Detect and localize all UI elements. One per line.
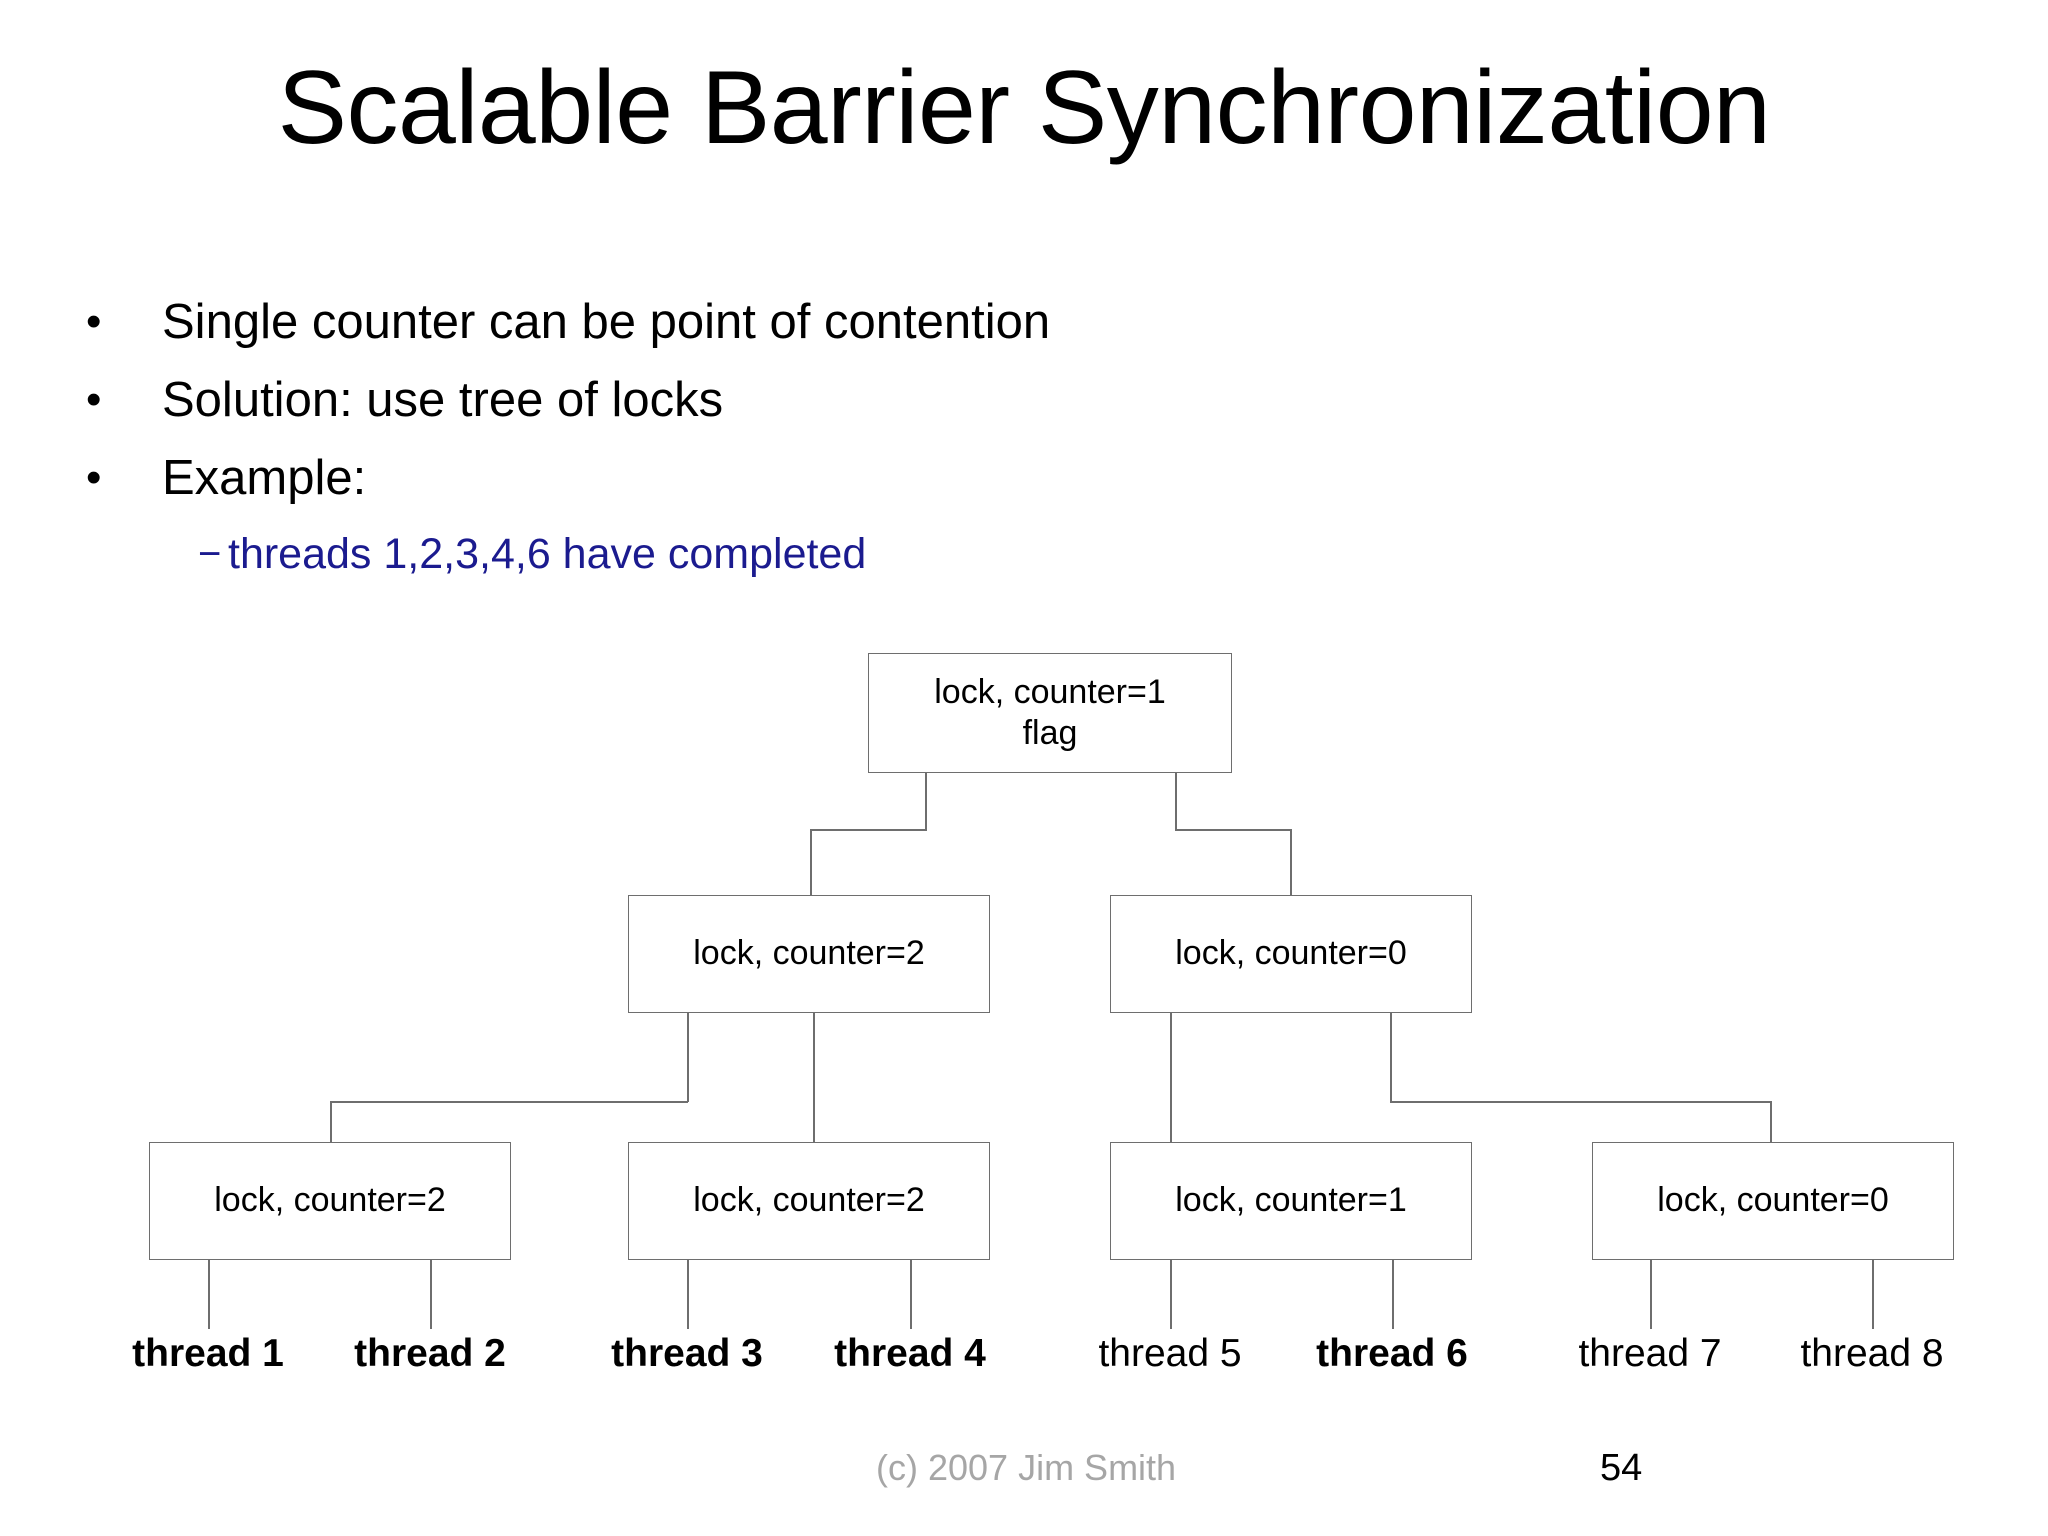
connector-leaf4-thread8 — [1872, 1260, 1874, 1329]
tree-node-level2-left: lock, counter=2 — [628, 895, 990, 1013]
bullet-item-3: • Example: — [72, 448, 1372, 526]
connector-l2right-to-leaf4-jog — [1390, 1101, 1772, 1103]
tree-node-level2-left-line1: lock, counter=2 — [693, 934, 925, 973]
tree-node-root-line1: lock, counter=1 — [934, 672, 1166, 711]
tree-node-root-line2: flag — [1022, 714, 1078, 752]
tree-node-leaf-4: lock, counter=0 — [1592, 1142, 1954, 1260]
tree-node-leaf-2-line1: lock, counter=2 — [693, 1181, 925, 1220]
thread-label-5: thread 5 — [1098, 1332, 1242, 1375]
connector-leaf2-thread3 — [687, 1260, 689, 1329]
connector-root-right-stub — [1175, 773, 1177, 831]
connector-l2left-to-leaf2-stub — [813, 1013, 815, 1142]
connector-root-right-jog — [1175, 829, 1292, 831]
connector-leaf4-thread7 — [1650, 1260, 1652, 1329]
thread-label-4: thread 4 — [834, 1332, 986, 1375]
footer-credit: (c) 2007 Jim Smith — [876, 1447, 1177, 1488]
bullet-text-2: Solution: use tree of locks — [162, 373, 724, 427]
thread-label-8: thread 8 — [1800, 1332, 1944, 1375]
tree-node-level2-right: lock, counter=0 — [1110, 895, 1472, 1013]
bullet-marker-icon: • — [86, 453, 102, 502]
page-title: Scalable Barrier Synchronization — [277, 50, 1771, 166]
thread-label-7: thread 7 — [1578, 1332, 1722, 1375]
connector-root-left-stub — [925, 773, 927, 831]
connector-root-right-drop — [1290, 829, 1292, 895]
tree-node-leaf-1-line1: lock, counter=2 — [214, 1181, 446, 1220]
thread-label-6: thread 6 — [1316, 1332, 1468, 1375]
tree-node-leaf-3-line1: lock, counter=1 — [1175, 1181, 1407, 1220]
connector-leaf1-thread2 — [430, 1260, 432, 1329]
tree-node-leaf-1: lock, counter=2 — [149, 1142, 511, 1260]
sub-bullet-item-1: − threads 1,2,3,4,6 have completed — [72, 526, 1372, 596]
tree-node-leaf-3: lock, counter=1 — [1110, 1142, 1472, 1260]
bullet-item-2: • Solution: use tree of locks — [72, 370, 1372, 448]
bullet-marker-icon: • — [86, 297, 102, 346]
bullet-list: • Single counter can be point of content… — [72, 292, 1372, 596]
tree-node-leaf-2: lock, counter=2 — [628, 1142, 990, 1260]
connector-l2right-to-leaf3-stub — [1170, 1013, 1172, 1142]
connector-leaf1-thread1 — [208, 1260, 210, 1329]
tree-node-root: lock, counter=1 flag — [868, 653, 1232, 773]
connector-root-left-jog — [810, 829, 927, 831]
sub-bullet-text-1: threads 1,2,3,4,6 have completed — [228, 530, 867, 578]
thread-label-1: thread 1 — [132, 1332, 284, 1375]
footer-page-number: 54 — [1600, 1447, 1643, 1489]
connector-leaf3-thread6 — [1392, 1260, 1394, 1329]
connector-l2right-to-leaf4-stub — [1390, 1013, 1392, 1102]
connector-leaf3-thread5 — [1170, 1260, 1172, 1329]
connector-l2left-to-leaf1-drop — [330, 1101, 332, 1142]
connector-root-left-drop — [810, 829, 812, 895]
thread-label-3: thread 3 — [611, 1332, 763, 1375]
tree-node-leaf-4-line1: lock, counter=0 — [1657, 1181, 1889, 1220]
bullet-marker-icon: • — [86, 375, 102, 424]
bullet-text-1: Single counter can be point of contentio… — [162, 295, 1051, 349]
connector-l2left-to-leaf1-jog — [330, 1101, 688, 1103]
bullet-item-1: • Single counter can be point of content… — [72, 292, 1372, 370]
connector-l2left-to-leaf1-stub — [687, 1013, 689, 1102]
connector-l2right-to-leaf4-drop — [1770, 1101, 1772, 1142]
bullet-text-3: Example: — [162, 451, 367, 505]
thread-label-2: thread 2 — [354, 1332, 506, 1375]
connector-leaf2-thread4 — [910, 1260, 912, 1329]
tree-node-level2-right-line1: lock, counter=0 — [1175, 934, 1407, 973]
dash-marker-icon: − — [198, 532, 222, 576]
